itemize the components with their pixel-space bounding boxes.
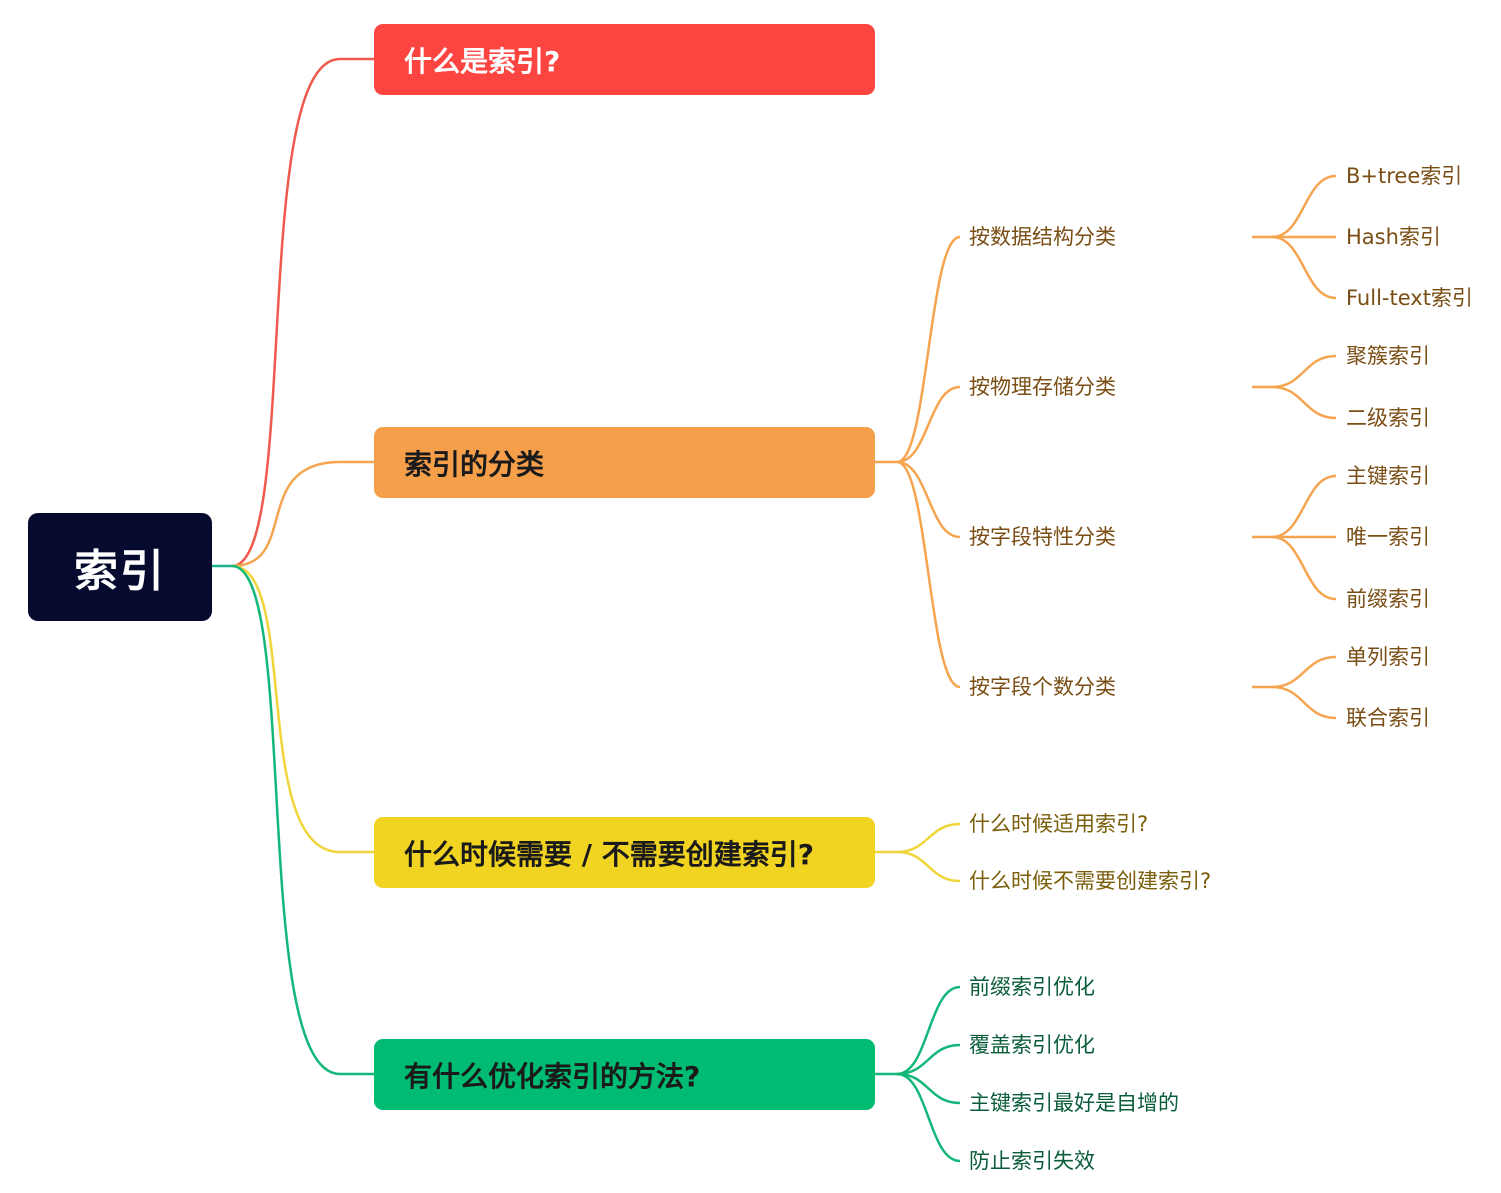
edge-opt-1 bbox=[896, 1043, 961, 1076]
branch-label: 什么是索引? bbox=[404, 44, 561, 78]
leaf-prefix-index[interactable]: 前缀索引 bbox=[1346, 587, 1430, 611]
edge-opt-3 bbox=[896, 1072, 961, 1163]
branch-index-classification[interactable]: 索引的分类 bbox=[374, 427, 875, 498]
edge-leaf-0-2 bbox=[1271, 235, 1337, 300]
leaf-composite-index[interactable]: 联合索引 bbox=[1346, 706, 1430, 730]
branch-label: 索引的分类 bbox=[404, 447, 545, 481]
node-when-not-needed[interactable]: 什么时候不需要创建索引? bbox=[969, 869, 1212, 893]
edge-leaf-2-0 bbox=[1271, 474, 1337, 539]
edge-opt-0 bbox=[896, 985, 961, 1076]
edge-leaf-3-1 bbox=[1271, 685, 1337, 720]
leaf-primary-key-index[interactable]: 主键索引 bbox=[1346, 464, 1430, 488]
leaf-unique-index[interactable]: 唯一索引 bbox=[1346, 525, 1430, 549]
node-covering-optimization[interactable]: 覆盖索引优化 bbox=[969, 1033, 1095, 1057]
root-label: 索引 bbox=[74, 546, 166, 597]
branch-what-is-index[interactable]: 什么是索引? bbox=[374, 24, 875, 95]
node-prefix-optimization[interactable]: 前缀索引优化 bbox=[969, 975, 1095, 999]
branch-label: 什么时候需要 / 不需要创建索引? bbox=[404, 837, 814, 871]
edge-when-to-create bbox=[231, 564, 374, 854]
leaf-single-column-index[interactable]: 单列索引 bbox=[1346, 645, 1430, 669]
edge-classification-sub-0 bbox=[896, 235, 961, 464]
node-by-field-property[interactable]: 按字段特性分类 bbox=[969, 525, 1116, 549]
edge-classification-sub-3 bbox=[896, 460, 961, 689]
edge-leaf-2-2 bbox=[1271, 535, 1337, 601]
node-by-field-count[interactable]: 按字段个数分类 bbox=[969, 675, 1116, 699]
edge-opt-2 bbox=[896, 1072, 961, 1105]
node-auto-increment-pk[interactable]: 主键索引最好是自增的 bbox=[969, 1091, 1179, 1115]
edge-classification bbox=[231, 460, 374, 568]
edge-leaf-1-1 bbox=[1271, 385, 1337, 420]
branch-label: 有什么优化索引的方法? bbox=[404, 1059, 701, 1093]
node-by-data-structure[interactable]: 按数据结构分类 bbox=[969, 225, 1116, 249]
leaf-secondary-index[interactable]: 二级索引 bbox=[1346, 406, 1430, 430]
branch-when-to-create-index[interactable]: 什么时候需要 / 不需要创建索引? bbox=[374, 817, 875, 888]
leaf-clustered-index[interactable]: 聚簇索引 bbox=[1346, 344, 1430, 368]
leaf-hash-index[interactable]: Hash索引 bbox=[1346, 225, 1441, 249]
edge-when-1 bbox=[896, 850, 961, 883]
edge-classification-sub-1 bbox=[896, 385, 961, 464]
edge-leaf-0-0 bbox=[1271, 174, 1337, 239]
edge-leaf-1-0 bbox=[1271, 354, 1337, 389]
node-by-physical-storage[interactable]: 按物理存储分类 bbox=[969, 375, 1116, 399]
edge-leaf-3-0 bbox=[1271, 655, 1337, 689]
root-node[interactable]: 索引 bbox=[28, 513, 212, 621]
edge-optimization bbox=[231, 564, 374, 1076]
edge-what-is-index bbox=[231, 57, 374, 568]
leaf-fulltext-index[interactable]: Full-text索引 bbox=[1346, 286, 1473, 310]
branch-index-optimization[interactable]: 有什么优化索引的方法? bbox=[374, 1039, 875, 1110]
node-prevent-index-failure[interactable]: 防止索引失效 bbox=[969, 1149, 1095, 1173]
edge-classification-sub-2 bbox=[896, 460, 961, 539]
leaf-btree-index[interactable]: B+tree索引 bbox=[1346, 164, 1463, 188]
edge-when-0 bbox=[896, 822, 961, 854]
node-when-suitable[interactable]: 什么时候适用索引? bbox=[969, 812, 1149, 836]
